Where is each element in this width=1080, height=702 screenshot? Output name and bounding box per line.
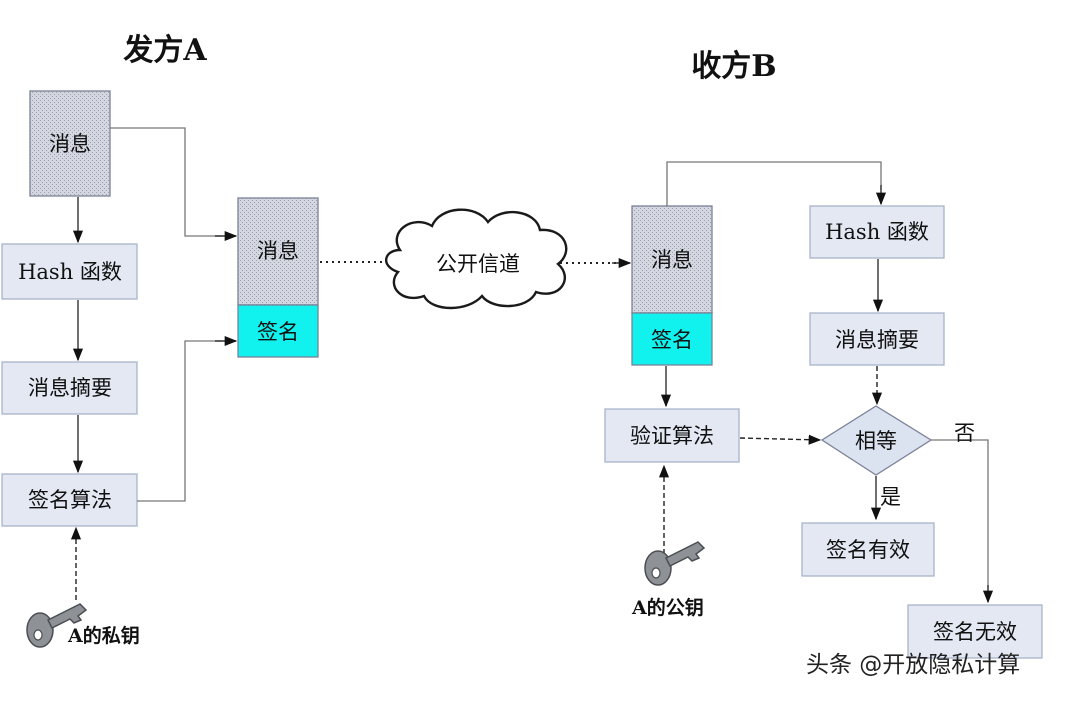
receiver-packet-signature-label: 签名 xyxy=(651,328,693,352)
compare-label: 相等 xyxy=(855,429,897,453)
sender-packet-message-label: 消息 xyxy=(257,239,299,263)
arrow-verify-to-compare xyxy=(739,434,822,445)
cloud-icon xyxy=(385,208,568,310)
connector-message-to-hash xyxy=(666,161,882,206)
valid-box: 签名有效 xyxy=(801,522,935,577)
channel-label: 公开信道 xyxy=(436,252,520,276)
sender-title: 发方A xyxy=(122,33,207,68)
receiver-packet-message-label: 消息 xyxy=(651,248,693,272)
sender-packet-signature-label: 签名 xyxy=(257,320,299,344)
receiver-hash-label: Hash 函数 xyxy=(825,220,929,244)
sender-message-box: 消息 xyxy=(29,90,111,197)
receiver-verify-label: 验证算法 xyxy=(630,424,714,448)
sender-hash-label: Hash 函数 xyxy=(18,260,122,284)
sender-sign-alg-box: 签名算法 xyxy=(1,473,138,527)
watermark: 头条 @开放隐私计算 xyxy=(806,652,1020,678)
yes-label: 是 xyxy=(880,485,901,509)
private-key-label: A的私钥 xyxy=(67,624,140,647)
invalid-label: 签名无效 xyxy=(933,620,1017,644)
sender-packet: 消息 签名 xyxy=(237,197,319,358)
receiver-packet: 消息 签名 xyxy=(631,205,713,366)
receiver-title: 收方B xyxy=(691,49,776,84)
sender-message-label: 消息 xyxy=(49,132,91,156)
public-key-label: A的公钥 xyxy=(631,596,704,619)
receiver-verify-box: 验证算法 xyxy=(604,408,740,463)
invalid-box: 签名无效 xyxy=(907,604,1043,659)
valid-label: 签名有效 xyxy=(826,538,910,562)
connector-sign-to-packet xyxy=(137,340,222,502)
no-label: 否 xyxy=(954,421,975,445)
sender-digest-label: 消息摘要 xyxy=(28,376,112,400)
sender-hash-box: Hash 函数 xyxy=(1,243,138,300)
public-key-icon xyxy=(644,541,705,586)
receiver-hash-box: Hash 函数 xyxy=(809,205,945,259)
sender-digest-box: 消息摘要 xyxy=(1,361,138,415)
connector-message-to-packet xyxy=(110,127,222,237)
connector-no xyxy=(931,439,989,590)
receiver-digest-label: 消息摘要 xyxy=(835,328,919,352)
sender-sign-alg-label: 签名算法 xyxy=(28,488,112,512)
compare-diamond: 相等 xyxy=(820,405,933,476)
receiver-digest-box: 消息摘要 xyxy=(809,312,945,366)
